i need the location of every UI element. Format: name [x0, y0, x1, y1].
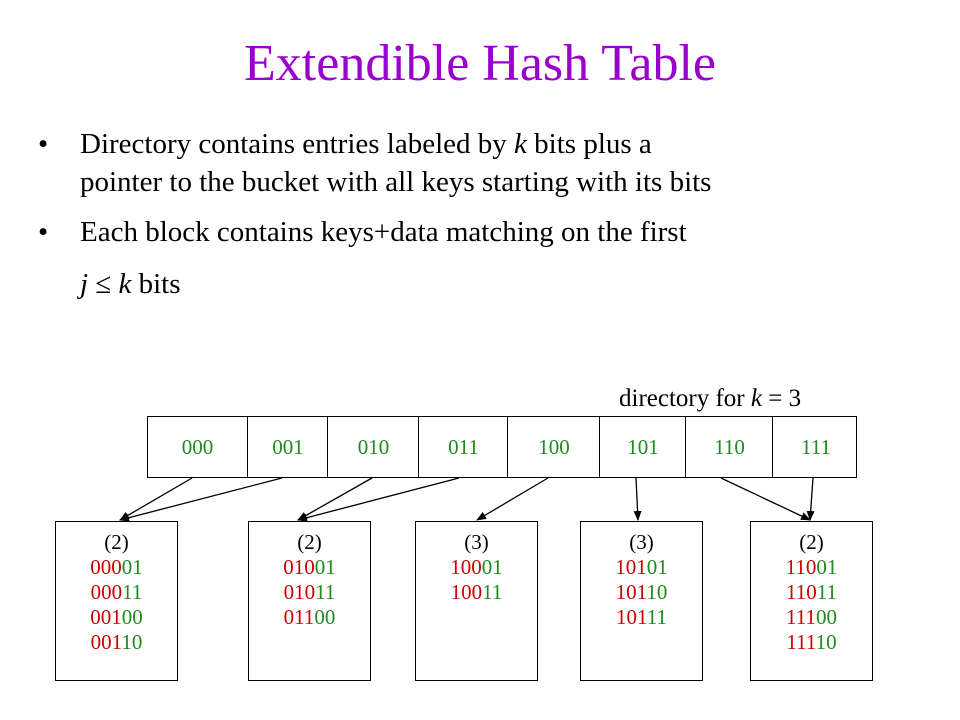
key-prefix: 011: [283, 605, 315, 629]
text: = 3: [762, 385, 802, 412]
key-prefix: 000: [90, 580, 123, 604]
pointer-arrow-001: [119, 477, 283, 522]
bullet-2-line-1: Each block contains keys+data matching o…: [80, 216, 687, 248]
pointer-arrow-110: [720, 477, 811, 521]
key-prefix: 101: [615, 555, 647, 579]
bucket-key: 01100: [249, 605, 370, 630]
directory-entry-011: 011: [418, 417, 508, 477]
key-prefix: 010: [283, 580, 316, 604]
bucket-key: 11011: [751, 580, 872, 605]
bucket-key: 10101: [581, 555, 702, 580]
bucket-key: 00001: [56, 555, 177, 580]
page-title: Extendible Hash Table: [244, 35, 716, 92]
key-prefix: 001: [90, 630, 122, 654]
bucket-key: 10110: [581, 580, 702, 605]
bucket-key: 01001: [249, 555, 370, 580]
bullet-1-line-1: Directory contains entries labeled by k …: [80, 125, 918, 163]
bucket-depth: (3): [464, 530, 489, 554]
pointer-arrow-111: [806, 477, 815, 521]
var-k: k: [118, 268, 132, 300]
key-suffix: 11: [482, 580, 503, 604]
bullet-dot-icon: •: [38, 216, 49, 248]
key-suffix: 11: [315, 580, 336, 604]
bucket-key: 01011: [249, 580, 370, 605]
pointer-arrow-010: [297, 477, 373, 521]
key-suffix: 10: [646, 580, 668, 604]
leq-symbol: ≤: [88, 268, 119, 300]
key-prefix: 111: [786, 605, 816, 629]
bullet-2-line-2: j ≤ k bits: [80, 265, 918, 303]
bucket-key: 00011: [56, 580, 177, 605]
key-prefix: 100: [450, 555, 482, 579]
bucket-key: 11001: [751, 555, 872, 580]
directory-entry-111: 111: [772, 417, 859, 477]
text: bits: [131, 268, 181, 300]
key-prefix: 010: [283, 555, 315, 579]
key-prefix: 101: [615, 580, 647, 604]
bucket-key: 10111: [581, 605, 702, 630]
bucket-key: 00110: [56, 630, 177, 655]
bucket-key: 00100: [56, 605, 177, 630]
directory-caption: directory for k = 3: [619, 385, 801, 413]
key-suffix: 00: [121, 605, 143, 629]
bucket-key: 11100: [751, 605, 872, 630]
bucket-depth: (3): [629, 530, 654, 554]
key-suffix: 01: [121, 555, 143, 579]
bullet-directory: • Directory contains entries labeled by …: [38, 125, 918, 201]
bullet-1-line-2: pointer to the bucket with all keys star…: [80, 166, 712, 198]
bullet-block: • Each block contains keys+data matching…: [38, 213, 918, 303]
key-suffix: 10: [121, 630, 143, 654]
key-prefix: 100: [450, 580, 483, 604]
bucket-key: 11110: [751, 630, 872, 655]
pointer-arrow-011: [297, 477, 460, 522]
directory-entry-001: 001: [247, 417, 328, 477]
var-k: k: [750, 385, 762, 412]
key-suffix: 11: [816, 580, 837, 604]
key-prefix: 111: [786, 630, 816, 654]
directory-entry-110: 110: [685, 417, 773, 477]
key-suffix: 01: [314, 555, 336, 579]
bucket-key: 10001: [416, 555, 537, 580]
key-prefix: 101: [616, 605, 647, 629]
text: directory for: [619, 385, 751, 412]
key-prefix: 001: [90, 605, 122, 629]
directory-entry-000: 000: [181, 435, 214, 459]
key-suffix: 00: [815, 605, 837, 629]
directory-entry-100: 100: [507, 417, 600, 477]
key-suffix: 10: [815, 630, 837, 654]
key-suffix: 01: [481, 555, 503, 579]
bullet-list: • Directory contains entries labeled by …: [38, 125, 918, 315]
directory-entry-010: 010: [327, 417, 419, 477]
var-j: j: [80, 268, 89, 300]
text: bits plus a: [526, 128, 652, 160]
text: Directory contains entries labeled by: [80, 128, 515, 160]
bucket-depth: (2): [297, 530, 322, 554]
key-suffix: 01: [816, 555, 838, 579]
key-suffix: 01: [646, 555, 668, 579]
bucket-key: 10011: [416, 580, 537, 605]
key-prefix: 110: [786, 580, 817, 604]
key-suffix: 11: [122, 580, 143, 604]
key-prefix: 000: [90, 555, 122, 579]
key-suffix: 00: [314, 605, 336, 629]
pointer-arrow-100: [476, 477, 549, 521]
key-suffix: 11: [646, 605, 667, 629]
bucket-depth: (2): [104, 530, 129, 554]
bucket-depth: (2): [799, 530, 824, 554]
key-prefix: 110: [785, 555, 817, 579]
bullet-dot-icon: •: [38, 128, 49, 160]
directory-entry-101: 101: [599, 417, 686, 477]
pointer-arrow-101: [633, 477, 642, 521]
pointer-arrow-000: [119, 477, 193, 521]
var-k: k: [514, 128, 527, 160]
